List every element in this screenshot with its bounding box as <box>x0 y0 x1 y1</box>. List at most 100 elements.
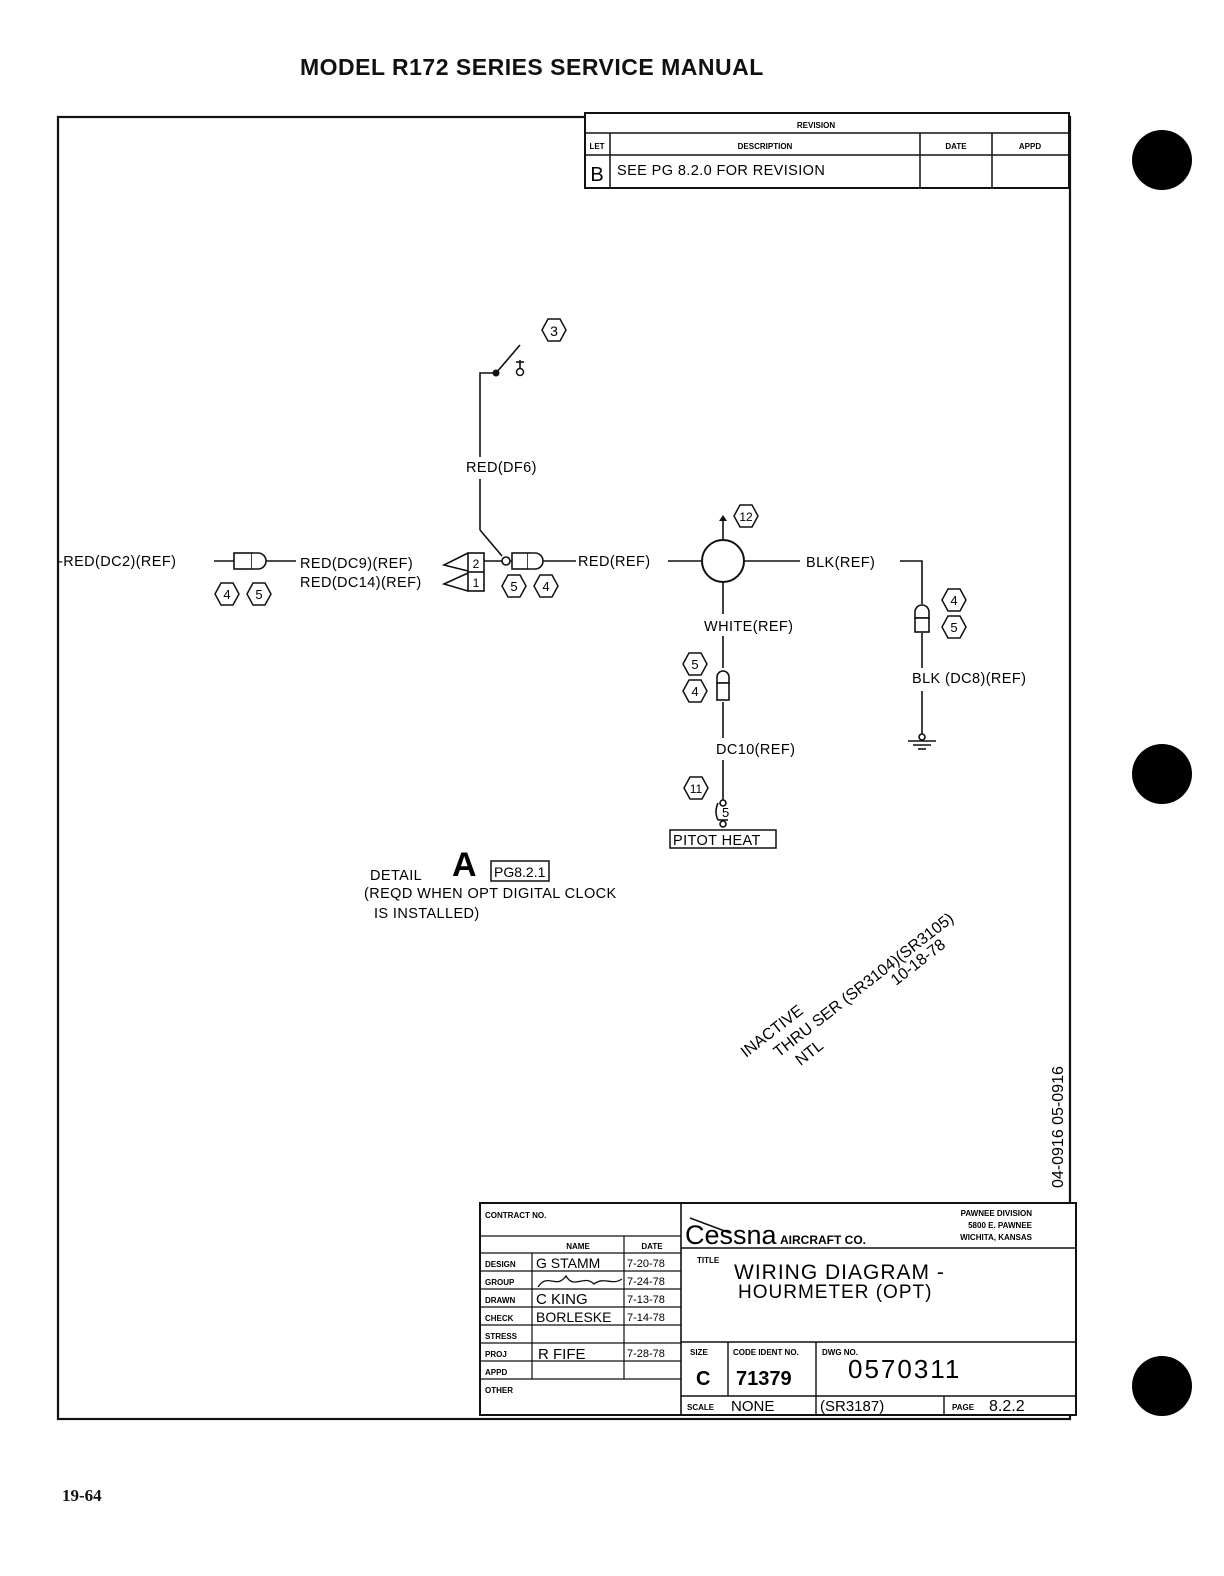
ground-icon <box>908 733 936 750</box>
revision-heading: REVISION <box>797 121 835 130</box>
wire-label-df6: RED(DF6) <box>466 460 537 476</box>
page-number: 19-64 <box>62 1486 102 1505</box>
svg-text:PITOT HEAT: PITOT HEAT <box>673 833 761 849</box>
terminal-2-label: 2 <box>473 557 480 571</box>
ref-callout-5: 5 <box>941 615 967 639</box>
svg-text:3: 3 <box>550 323 558 339</box>
col-date-label: DATE <box>641 1242 663 1251</box>
col-name-label: NAME <box>566 1242 590 1251</box>
ref-callout-5: 5 <box>501 574 527 598</box>
svg-text:DRAWN: DRAWN <box>485 1296 515 1305</box>
code-ident-value: 71379 <box>736 1368 792 1390</box>
check-name: BORLESKE <box>536 1309 611 1325</box>
wire-label-dc10: DC10(REF) <box>716 742 795 758</box>
company-suffix: AIRCRAFT CO. <box>780 1233 866 1247</box>
svg-text:APPD: APPD <box>485 1368 507 1377</box>
circuit-breaker-icon <box>715 799 728 828</box>
svg-text:12: 12 <box>739 510 753 524</box>
stamp-vertical-serials: 04-0916 05-0916 <box>1050 1066 1067 1188</box>
connector-splice-icon <box>501 552 544 570</box>
breaker-rating: 5 <box>722 805 729 820</box>
wire-label-dc9: RED(DC9)(REF) <box>300 556 413 572</box>
svg-text:PROJ: PROJ <box>485 1350 507 1359</box>
revision-col-appd: APPD <box>1019 142 1041 151</box>
drawn-date: 7-13-78 <box>627 1294 665 1306</box>
svg-text:5: 5 <box>510 579 517 594</box>
svg-text:CHECK: CHECK <box>485 1314 514 1323</box>
pitot-heat-box: PITOT HEAT <box>669 829 777 849</box>
revision-description: SEE PG 8.2.0 FOR REVISION <box>617 163 825 179</box>
svg-text:5: 5 <box>255 587 262 602</box>
terminal-1-label: 1 <box>473 576 480 590</box>
division-line2: 5800 E. PAWNEE <box>968 1221 1033 1230</box>
svg-text:5: 5 <box>950 620 957 635</box>
ref-callout-4: 4 <box>682 679 708 703</box>
serial-ref: (SR3187) <box>820 1398 884 1415</box>
design-name: G STAMM <box>536 1255 600 1271</box>
svg-text:5: 5 <box>691 657 698 672</box>
size-label: SIZE <box>690 1348 708 1357</box>
wire-label-white-ref: WHITE(REF) <box>704 619 793 635</box>
division-line3: WICHITA, KANSAS <box>960 1233 1033 1242</box>
group-signature <box>537 1274 623 1288</box>
proj-name: R FIFE <box>538 1346 586 1363</box>
detail-page-ref: PG8.2.1 <box>494 864 546 880</box>
connector-left-icon <box>233 552 267 570</box>
design-date: 7-20-78 <box>627 1258 665 1270</box>
connector-ground-icon <box>914 604 930 633</box>
ref-callout-4: 4 <box>214 582 240 606</box>
svg-text:4: 4 <box>542 579 549 594</box>
ref-callout-5: 5 <box>246 582 272 606</box>
drawing-title-line1: WIRING DIAGRAM - <box>734 1261 945 1284</box>
inactive-stamp: INACTIVE THRU SER (SR3104)(SR3105) NTL <box>738 910 957 1069</box>
ref-callout-4: 4 <box>941 588 967 612</box>
detail-letter: A <box>452 846 477 884</box>
svg-text:4: 4 <box>691 684 698 699</box>
revision-col-description: DESCRIPTION <box>738 142 793 151</box>
proj-date: 7-28-78 <box>627 1348 665 1360</box>
scale-label: SCALE <box>687 1403 715 1412</box>
check-date: 7-14-78 <box>627 1312 665 1324</box>
wiring-lines <box>214 344 923 800</box>
dwg-no-value: 0570311 <box>848 1354 961 1384</box>
ref-callout-4: 4 <box>533 574 559 598</box>
dwg-no-label: DWG NO. <box>822 1348 858 1357</box>
switch-contact-open <box>515 367 525 377</box>
division-line1: PAWNEE DIVISION <box>961 1209 1033 1218</box>
ref-callout-3: 3 <box>541 318 567 342</box>
revision-col-date: DATE <box>945 142 967 151</box>
detail-note-line1: (REQD WHEN OPT DIGITAL CLOCK <box>364 886 617 902</box>
binder-hole <box>1132 1356 1192 1416</box>
terminal-block <box>441 552 485 592</box>
connector-meter-icon <box>716 670 730 701</box>
scale-value: NONE <box>731 1398 774 1415</box>
revision-col-let: LET <box>589 142 604 151</box>
binder-hole <box>1132 130 1192 190</box>
ref-callout-12: 12 <box>733 504 759 528</box>
svg-text:STRESS: STRESS <box>485 1332 518 1341</box>
size-value: C <box>696 1368 710 1390</box>
svg-text:04-0916 05-0916: 04-0916 05-0916 <box>1050 1066 1067 1188</box>
svg-text:GROUP: GROUP <box>485 1278 515 1287</box>
svg-text:4: 4 <box>223 587 230 602</box>
group-date: 7-24-78 <box>627 1276 665 1288</box>
wire-label-red-ref: RED(REF) <box>578 554 650 570</box>
svg-text:DESIGN: DESIGN <box>485 1260 516 1269</box>
contract-label: CONTRACT NO. <box>485 1211 546 1220</box>
wire-label-blk-ref: BLK(REF) <box>806 555 875 571</box>
detail-label: DETAIL <box>370 868 422 884</box>
wire-label-dc2: -RED(DC2)(REF) <box>58 554 176 570</box>
drawing-title-line2: HOURMETER (OPT) <box>738 1282 932 1303</box>
detail-note-line2: IS INSTALLED) <box>374 906 480 922</box>
wire-label-blk-dc8: BLK (DC8)(REF) <box>912 671 1026 687</box>
title-label: TITLE <box>697 1256 720 1265</box>
svg-text:11: 11 <box>690 782 703 796</box>
svg-text:4: 4 <box>950 593 957 608</box>
ref-callout-11: 11 <box>683 776 709 800</box>
wire-label-dc14: RED(DC14)(REF) <box>300 575 422 591</box>
revision-block: REVISION LET DESCRIPTION DATE APPD B SEE… <box>584 112 1070 189</box>
drawn-name: C KING <box>536 1291 588 1308</box>
code-ident-label: CODE IDENT NO. <box>733 1348 799 1357</box>
title-block: CONTRACT NO. NAME DATE DESIGN GROUP DRAW… <box>479 1202 1077 1416</box>
